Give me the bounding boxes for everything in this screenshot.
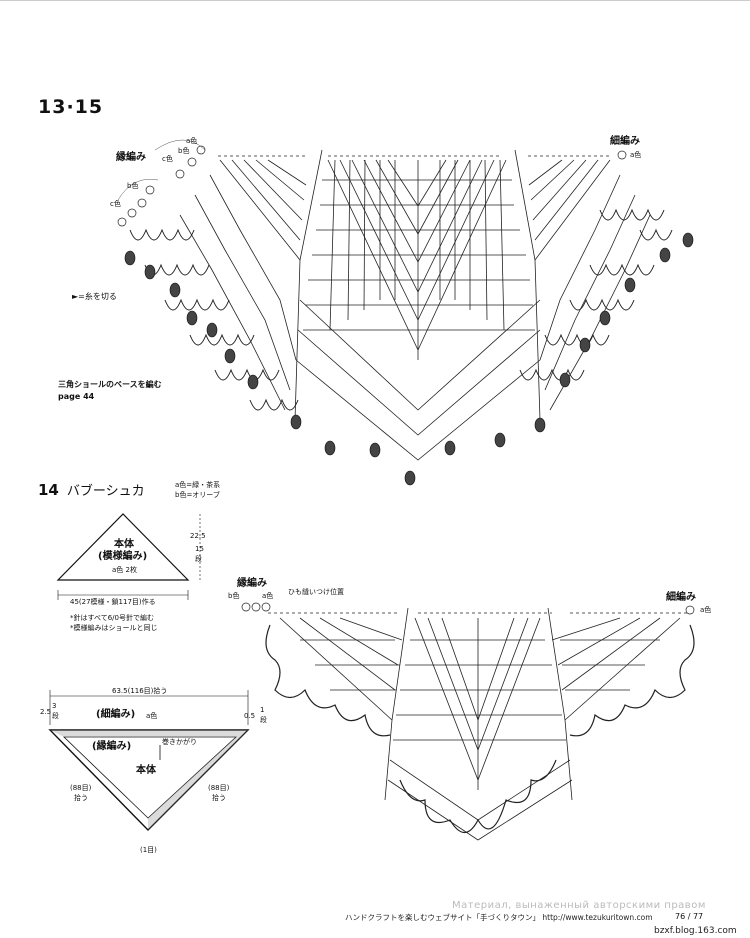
chart-right-color: a色 xyxy=(700,606,712,614)
edge-stitch-label-left: 縁編み xyxy=(116,152,146,163)
pointer-lines xyxy=(117,139,206,201)
color-c-label: c色 xyxy=(162,155,173,163)
body-label: 本体 xyxy=(114,539,134,550)
footer-website-text: ハンドクラフトを楽しむウェブサイト「手づくりタウン」 http://www.te… xyxy=(345,913,653,922)
body-schematic-14 xyxy=(48,513,250,831)
single-crochet-label-right: 細編み xyxy=(610,136,640,147)
base-note: 三角ショールのベースを編む xyxy=(58,380,162,389)
color-c-label-2: c色 xyxy=(110,200,121,208)
note-needle: *針はすべて6/0号針で編む xyxy=(70,614,154,622)
color-a-label: a色 xyxy=(186,137,198,145)
left-pick-label: 拾う xyxy=(74,794,88,802)
bottom-pick: (1目) xyxy=(140,846,157,854)
height-rows: 15 xyxy=(195,545,204,553)
row-number-circles xyxy=(117,145,627,227)
color-b-label-2: b色 xyxy=(127,182,139,190)
width-note: 45(27模様・鎖117目)作る xyxy=(70,598,156,606)
edge-scallops-left xyxy=(129,228,299,411)
edge-scallops-right xyxy=(519,208,673,381)
chart-color-a: a色 xyxy=(262,592,274,600)
section-number: 14 xyxy=(38,481,59,499)
pattern-label: (模様編み) xyxy=(98,551,148,562)
left-pick-count: (88目) xyxy=(70,784,92,792)
body-color-count: a色 2枚 xyxy=(112,566,137,574)
left-rows: 3 xyxy=(52,702,57,710)
page-reference: page 44 xyxy=(58,392,95,401)
right-rows-cm: 0.5 xyxy=(244,712,256,720)
right-rows: 1 xyxy=(260,706,265,714)
left-rows-unit: 段 xyxy=(52,712,59,720)
color-b-note: b色=オリーブ xyxy=(175,491,220,499)
section-name: バブーシュカ xyxy=(66,484,145,499)
right-color-label: a色 xyxy=(630,151,642,159)
color-a-note: a色=緑・茶系 xyxy=(175,481,221,489)
bottom-chart-circles xyxy=(241,602,695,615)
whip-stitch-note: 巻きかがり xyxy=(162,738,197,746)
edge-band-shading xyxy=(50,730,248,830)
chart-edge-label-left: 縁編み xyxy=(237,578,267,589)
watermark: Материал, вынаженный авторскими правом xyxy=(452,900,706,911)
height-cm: 22.5 xyxy=(190,532,206,540)
chart-color-b: b色 xyxy=(228,592,240,600)
left-rows-cm: 2.5 xyxy=(40,708,52,716)
bobble-stitches xyxy=(124,232,694,486)
right-pick-count: (88目) xyxy=(208,784,230,792)
height-unit: 段 xyxy=(195,555,202,563)
chart-sc-label-right: 細編み xyxy=(666,592,696,603)
cord-position-note: ひも縫いつけ位置 xyxy=(288,588,344,596)
edge-stitch-label: (縁編み) xyxy=(92,741,132,752)
body-label-2: 本体 xyxy=(136,765,156,776)
section-title-13-15: 13·15 xyxy=(38,96,104,118)
shawl-chart-top xyxy=(179,149,651,461)
page-numbers: 76 / 77 xyxy=(675,912,704,921)
section-title-14: 14 バブーシュカ xyxy=(38,480,145,499)
blog-site: bzxf.blog.163.com xyxy=(654,926,737,936)
top-border xyxy=(0,0,750,1)
single-crochet-label: (細編み) xyxy=(96,709,136,720)
right-pick-label: 拾う xyxy=(212,794,226,802)
cut-yarn-note: ►=糸を切る xyxy=(72,292,117,301)
single-crochet-color: a色 xyxy=(146,712,158,720)
top-width-note: 63.5(116目)拾う xyxy=(112,687,168,695)
edge-scallops-bottom xyxy=(265,624,695,834)
shawl-chart-bottom xyxy=(268,607,690,841)
right-rows-unit: 段 xyxy=(260,716,267,724)
color-b-label: b色 xyxy=(178,147,190,155)
note-pattern: *模様編みはショールと同じ xyxy=(70,624,158,632)
